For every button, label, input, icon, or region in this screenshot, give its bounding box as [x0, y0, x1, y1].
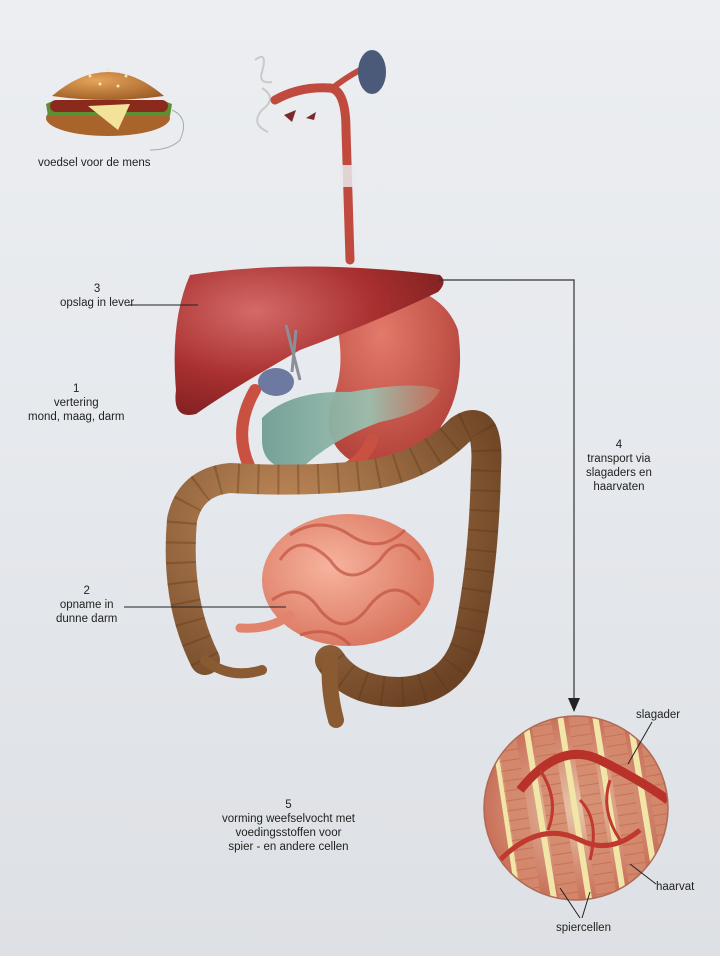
- step-5-line-3: spier - en andere cellen: [222, 840, 355, 854]
- step-1-number: 1: [28, 382, 125, 396]
- hamburger-icon: [46, 69, 184, 151]
- label-haarvat: haarvat: [656, 880, 694, 894]
- step-2-line-2: dunne darm: [56, 612, 117, 626]
- step-1-line-1: vertering: [28, 396, 125, 410]
- step-2-number: 2: [56, 584, 117, 598]
- label-food: voedsel voor de mens: [38, 156, 151, 170]
- label-step-5: 5 vorming weefselvocht met voedingsstoff…: [222, 798, 355, 854]
- step-1-line-2: mond, maag, darm: [28, 410, 125, 424]
- step-2-line-1: opname in: [56, 598, 117, 612]
- esophagus: [255, 50, 386, 260]
- step-5-line-1: vorming weefselvocht met: [222, 812, 355, 826]
- step-5-number: 5: [222, 798, 355, 812]
- small-intestine: [240, 514, 434, 646]
- step-3-number: 3: [60, 282, 134, 296]
- step-3-text: opslag in lever: [60, 296, 134, 310]
- step-5-line-2: voedingsstoffen voor: [222, 826, 355, 840]
- label-step-3: 3 opslag in lever: [60, 282, 134, 310]
- step-4-line-2: slagaders en: [586, 466, 652, 480]
- step-4-line-3: haarvaten: [586, 480, 652, 494]
- label-slagader: slagader: [636, 708, 680, 722]
- label-spiercellen: spiercellen: [556, 921, 611, 935]
- label-step-2: 2 opname in dunne darm: [56, 584, 117, 626]
- step-4-line-1: transport via: [586, 452, 652, 466]
- label-step-1: 1 vertering mond, maag, darm: [28, 382, 125, 424]
- label-step-4: 4 transport via slagaders en haarvaten: [586, 438, 652, 494]
- step-4-number: 4: [586, 438, 652, 452]
- muscle-tissue-closeup: [484, 715, 690, 905]
